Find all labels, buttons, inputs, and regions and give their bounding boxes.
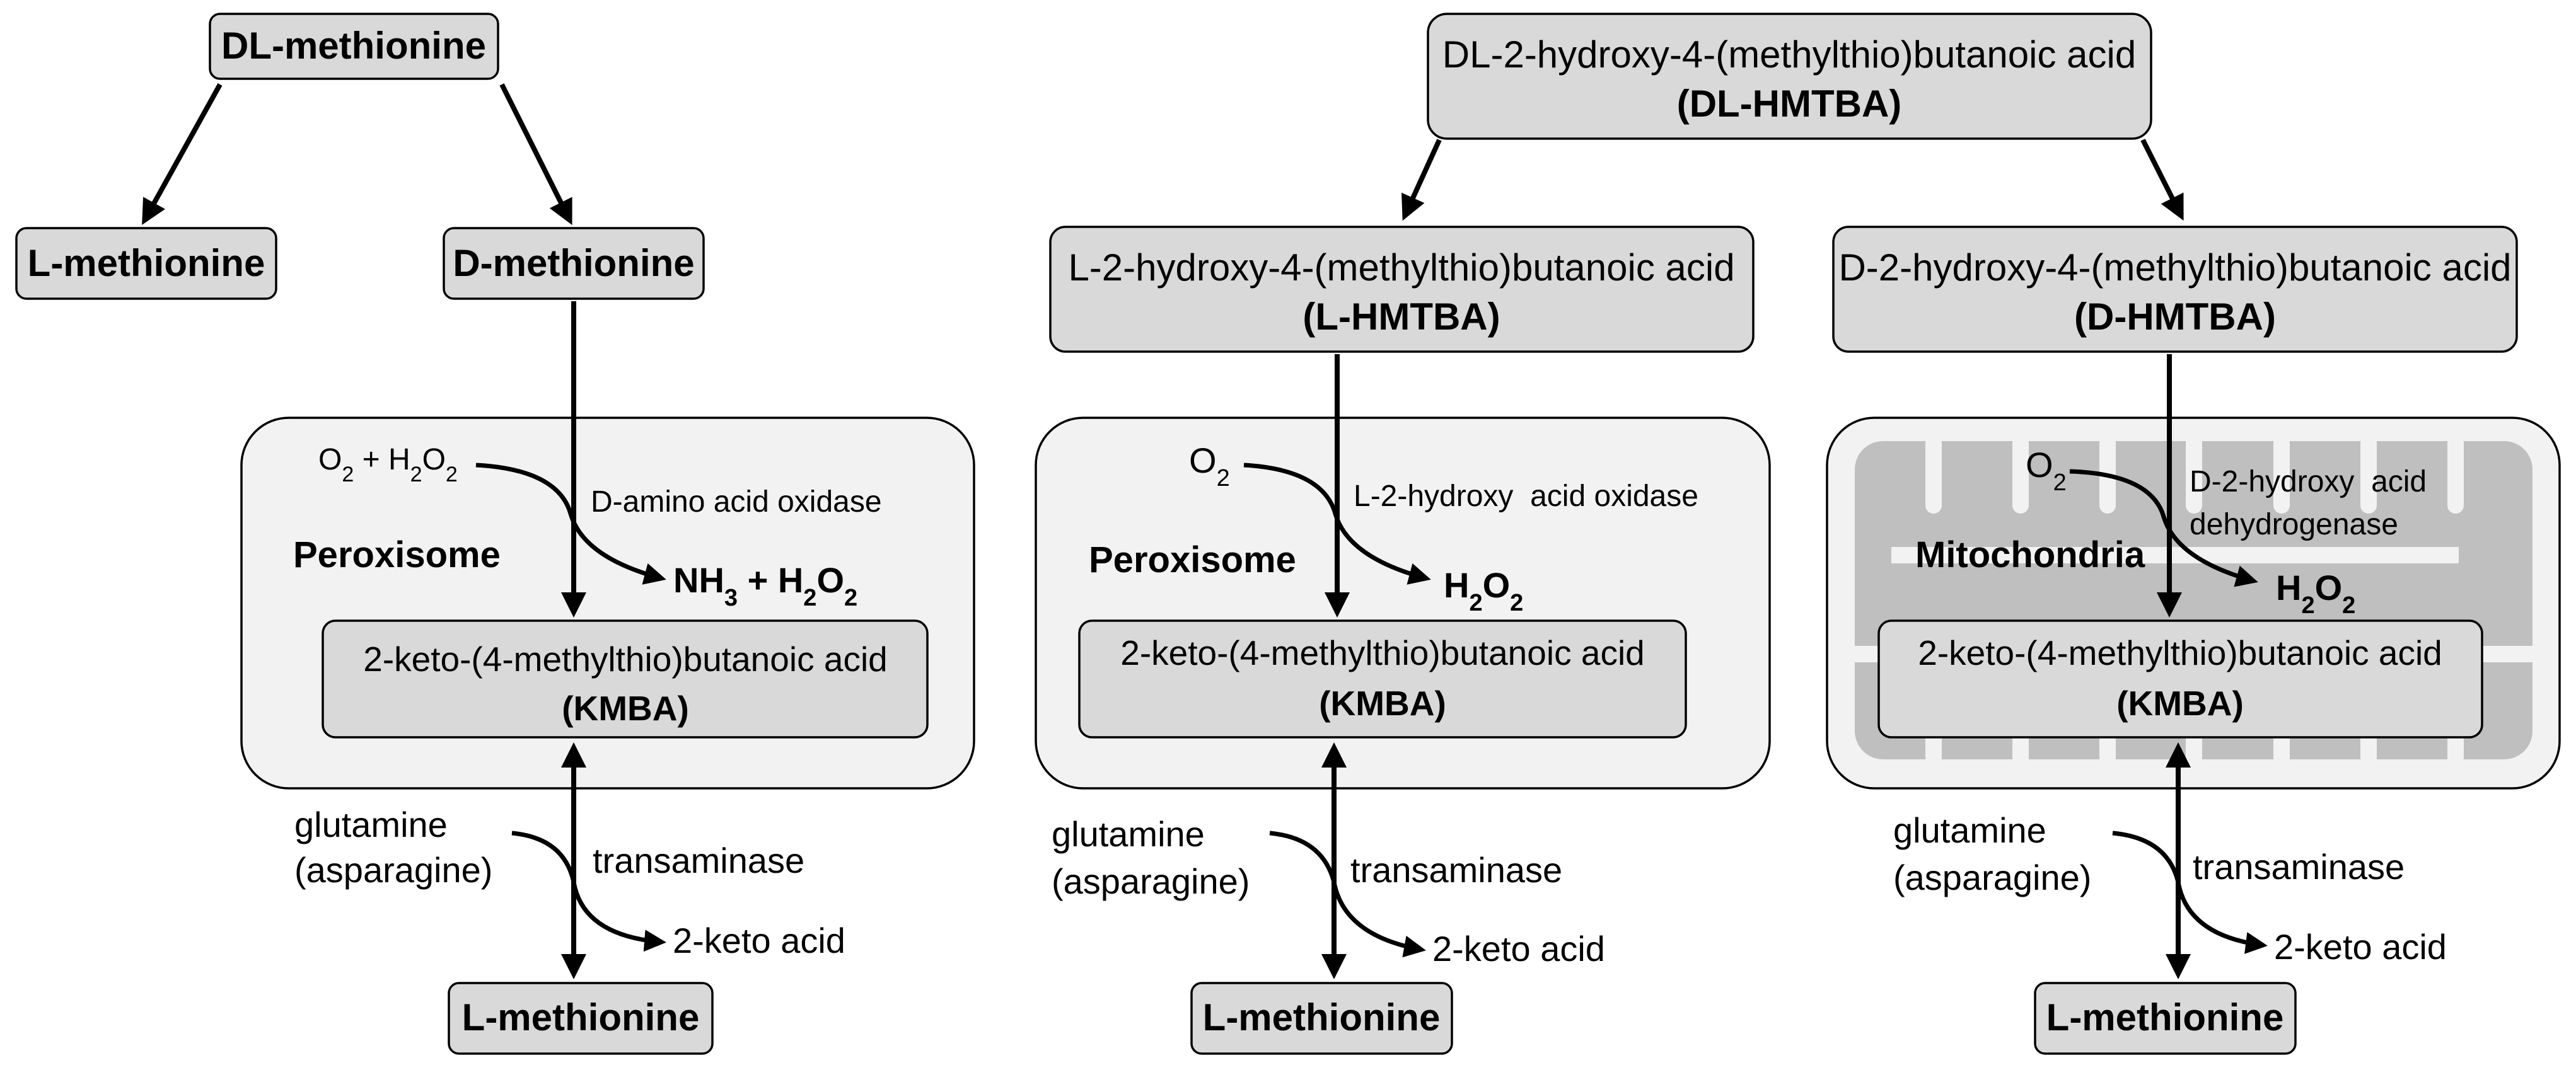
transaminase-label: transaminase [2193, 847, 2405, 887]
oxidase-reaction-curve [475, 463, 666, 585]
d-methionine-label: D-methionine [453, 242, 694, 284]
l-hmtba-name: L-2-hydroxy-4-(methylthio)butanoic acid [1068, 246, 1734, 289]
arrow-to-l-hmtba [1401, 139, 1442, 221]
oxygen-input: O2 [2026, 445, 2067, 496]
d-hmtba-pathway: D-2-hydroxy-4-(methylthio)butanoic acid … [1826, 226, 2561, 1055]
l-2-hydroxy-acid-oxidase-label: L-2-hydroxy acid oxidase [1354, 480, 1698, 513]
arrow-to-l-methionine [142, 83, 223, 225]
glutamine-label: glutamine [1052, 814, 1205, 854]
l-methionine-label: L-methionine [28, 242, 265, 284]
l-hmtba-node [1049, 226, 1755, 353]
keto-acid-label: 2-keto acid [673, 921, 845, 960]
asparagine-label: (asparagine) [1893, 858, 2091, 897]
glutamine-label: glutamine [1893, 810, 2046, 850]
final-l-methionine-label: L-methionine [2046, 996, 2284, 1038]
l-methionine-node [15, 227, 277, 300]
oxygen-input: O2 [1189, 440, 1230, 492]
methionine-pathway: DL-methionine L-methionine D-methionine … [15, 13, 975, 1055]
final-l-methionine-label: L-methionine [462, 996, 700, 1038]
d-methionine-node [443, 227, 705, 300]
kmba-abbrev: (KMBA) [562, 689, 689, 728]
dl-methionine-label: DL-methionine [221, 25, 486, 67]
kmba-node [1078, 619, 1687, 739]
d-2-hydroxy-acid-label: D-2-hydroxy acid [2190, 465, 2427, 498]
kmba-abbrev: (KMBA) [2116, 684, 2244, 723]
ammonia-peroxide-output: NH3 + H2O2 [673, 560, 857, 611]
peroxide-output: H2O2 [1444, 565, 1523, 616]
mitochondria-label: Mitochondria [1915, 534, 2145, 575]
final-l-methionine-node [1190, 982, 1453, 1055]
keto-acid-label: 2-keto acid [1432, 929, 1605, 969]
transaminase-reaction-curve [2112, 831, 2268, 954]
dl-hmtba-name: DL-2-hydroxy-4-(methylthio)butanoic acid [1442, 33, 2136, 76]
final-l-methionine-label: L-methionine [1203, 996, 1441, 1038]
hmtba-root: DL-2-hydroxy-4-(methylthio)butanoic acid… [1401, 13, 2184, 221]
kmba-node [1877, 619, 2483, 739]
d-hmtba-name: D-2-hydroxy-4-(methylthio)butanoic acid [1838, 246, 2511, 289]
d-hmtba-abbrev: (D-HMTBA) [2074, 296, 2276, 338]
d-amino-acid-oxidase-label: D-amino acid oxidase [591, 485, 882, 519]
l-hmtba-abbrev: (L-HMTBA) [1303, 296, 1500, 338]
peroxisome-label: Peroxisome [293, 534, 501, 575]
arrow-to-d-hmtba [2140, 139, 2184, 221]
peroxisome-label: Peroxisome [1089, 539, 1296, 580]
oxygen-peroxide-input: O2 + H2O2 [318, 443, 458, 486]
arrow-to-d-methionine [499, 83, 572, 226]
glutamine-label: glutamine [294, 805, 448, 844]
dl-hmtba-node [1427, 13, 2152, 140]
transaminase-label: transaminase [593, 841, 804, 880]
kmba-abbrev: (KMBA) [1319, 684, 1446, 723]
dl-methionine-node [209, 13, 499, 80]
asparagine-label: (asparagine) [1052, 861, 1250, 901]
transaminase-reaction-curve [1269, 831, 1426, 958]
final-l-methionine-node [2034, 982, 2297, 1055]
final-l-methionine-node [448, 982, 714, 1055]
dehydrogenase-reaction-curve [2069, 469, 2258, 587]
kmba-name: 2-keto-(4-methylthio)butanoic acid [363, 640, 888, 679]
kmba-name: 2-keto-(4-methylthio)butanoic acid [1120, 633, 1645, 672]
keto-acid-label: 2-keto acid [2274, 927, 2447, 967]
kmba-node [322, 619, 929, 739]
transaminase-reaction-curve [511, 831, 666, 952]
peroxide-output: H2O2 [2276, 568, 2355, 619]
kmba-name: 2-keto-(4-methylthio)butanoic acid [1918, 633, 2442, 672]
dehydrogenase-label: dehydrogenase [2190, 508, 2398, 541]
dl-hmtba-abbrev: (DL-HMTBA) [1677, 83, 1902, 125]
oxidase-reaction-curve [1243, 463, 1431, 585]
transaminase-label: transaminase [1350, 850, 1562, 890]
d-hmtba-node [1832, 226, 2518, 353]
l-hmtba-pathway: L-2-hydroxy-4-(methylthio)butanoic acid … [1035, 226, 1771, 1055]
asparagine-label: (asparagine) [294, 850, 492, 890]
